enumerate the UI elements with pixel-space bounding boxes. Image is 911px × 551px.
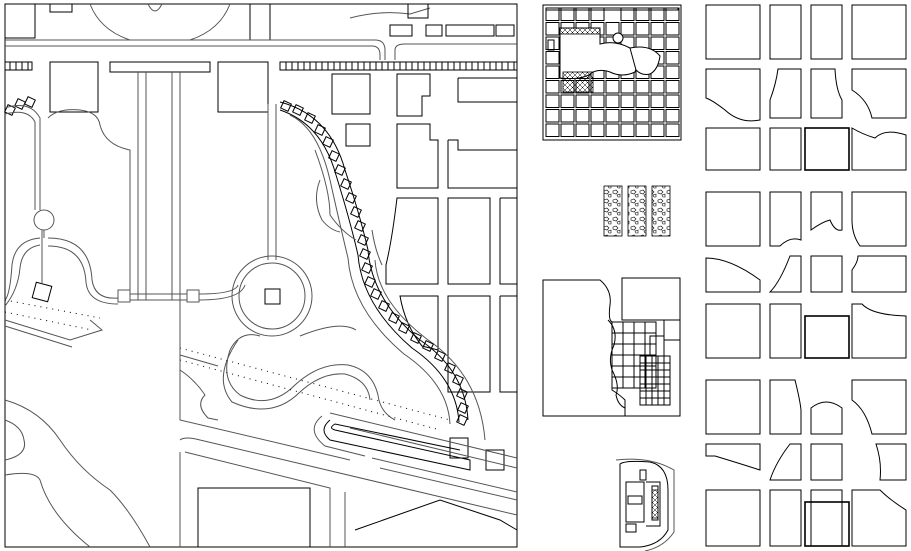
pavilion — [434, 350, 446, 362]
site-plan-border — [4, 3, 518, 548]
pavilion — [354, 220, 366, 232]
parcel-grid-panel — [705, 4, 907, 547]
pavilion — [280, 100, 292, 112]
pavilion — [14, 98, 26, 110]
pavilion — [359, 248, 371, 260]
pavilion — [304, 112, 316, 124]
pavilion — [24, 96, 36, 108]
pavilion — [456, 388, 468, 400]
left-park — [4, 105, 246, 348]
courtyard-panel — [542, 277, 681, 417]
pavilion — [457, 402, 469, 414]
courtyard-grid — [611, 321, 671, 406]
pavilion — [370, 288, 382, 300]
top-structures — [4, 3, 515, 41]
pavilion — [334, 164, 346, 176]
pavilion — [314, 124, 326, 136]
curved-promenade — [4, 96, 486, 441]
pavilion — [422, 340, 434, 352]
pavilion — [456, 414, 468, 426]
promenade-pavilions — [4, 96, 469, 426]
central-plaza — [231, 104, 313, 337]
main-road — [4, 39, 518, 71]
pavilion — [388, 312, 400, 324]
pavilion — [361, 262, 373, 274]
block-plan-panel — [542, 4, 682, 141]
south-road — [4, 399, 518, 548]
pavilion — [357, 234, 369, 246]
pavilion — [340, 178, 352, 190]
pavilion — [345, 192, 357, 204]
pavilion — [410, 332, 422, 344]
pavilion — [378, 300, 390, 312]
pavilion — [444, 362, 456, 374]
paving-details-panel — [603, 185, 671, 237]
pavilion — [364, 276, 376, 288]
pavilion — [292, 104, 304, 116]
pavilion — [350, 206, 362, 218]
pavilion — [452, 374, 464, 386]
city-blocks — [385, 197, 517, 393]
site-plan-panel — [4, 3, 518, 548]
pavilion — [398, 322, 410, 334]
park-blocks — [49, 61, 517, 300]
pavilion — [328, 150, 340, 162]
building-detail-panel — [615, 458, 675, 551]
loop-path — [179, 300, 451, 461]
pavilion — [322, 136, 334, 148]
